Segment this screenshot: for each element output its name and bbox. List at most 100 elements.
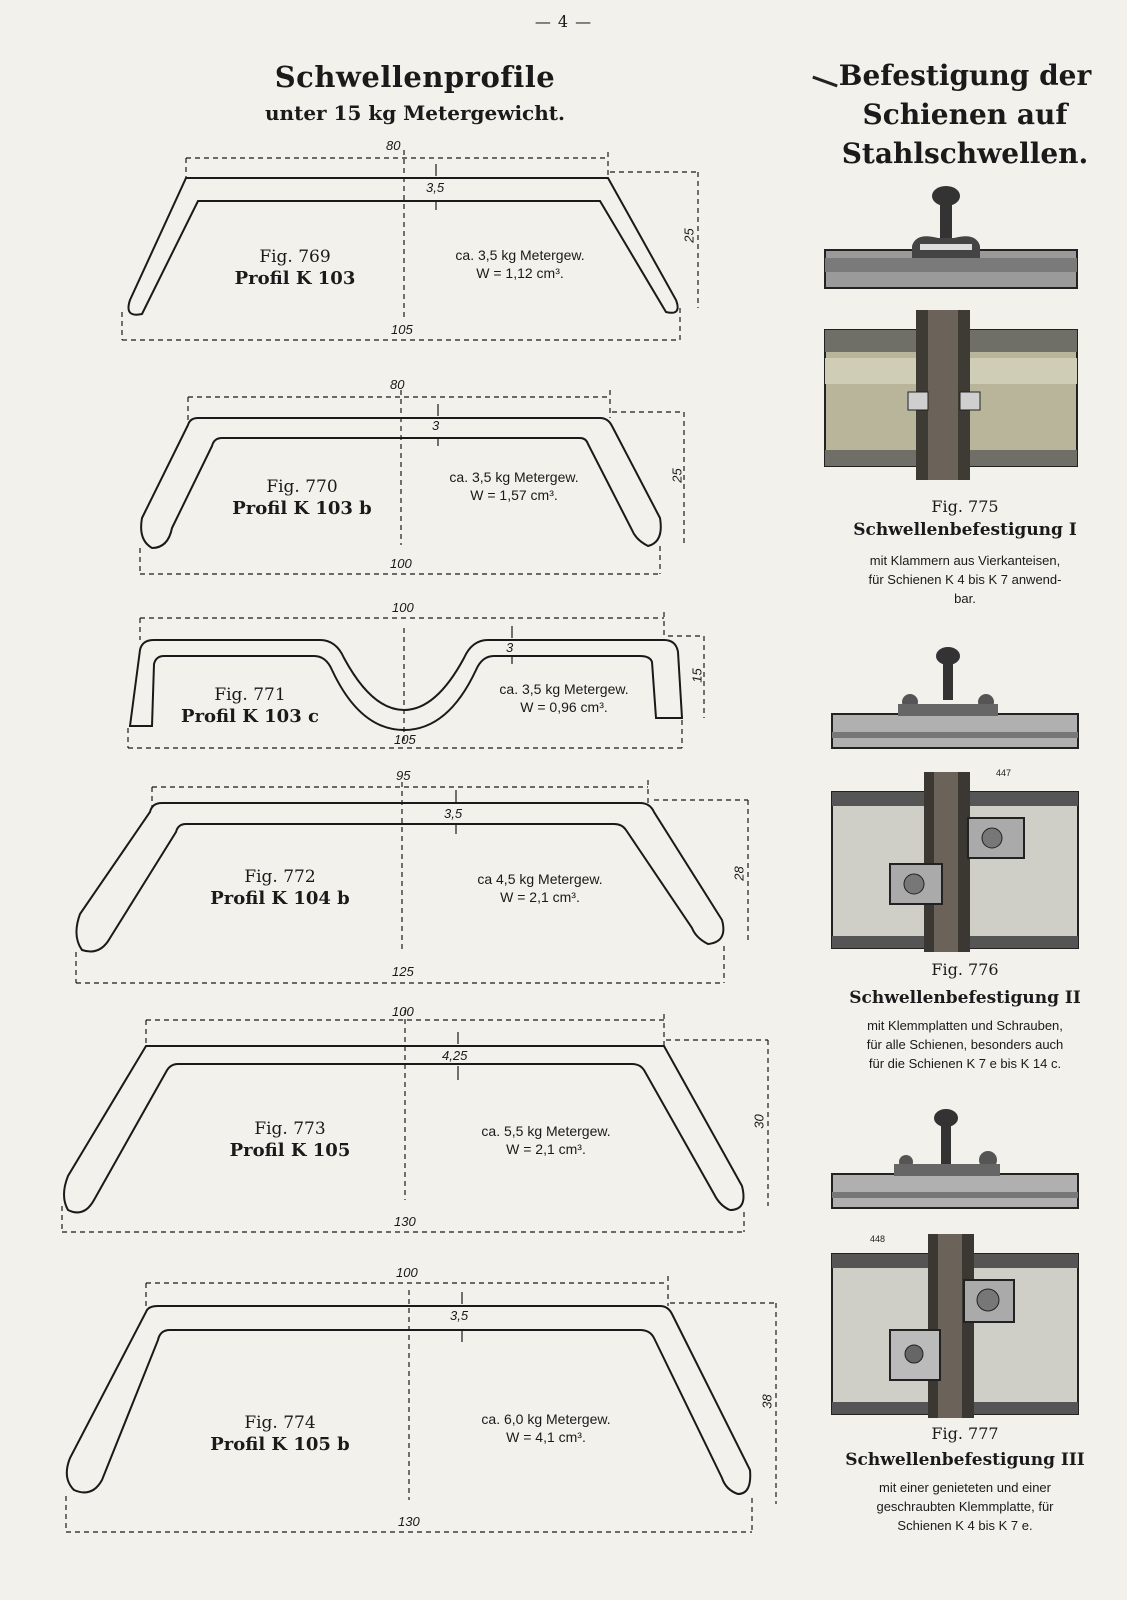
profile-spec: ca 4,5 kg Metergew. W = 2,1 cm³. [440, 870, 640, 906]
bottom-dimension: 100 [390, 556, 412, 571]
figure-label: Fig. 774 Profil K 105 b [190, 1412, 370, 1456]
fig-number: Fig. 773 [254, 1119, 326, 1139]
height-dimension: 38 [759, 1394, 775, 1409]
desc-line: für alle Schienen, besonders auch [866, 1037, 1064, 1052]
section-modulus: W = 1,57 cm³. [470, 487, 558, 503]
section-modulus: W = 4,1 cm³. [506, 1429, 586, 1445]
profile-770 [139, 390, 685, 575]
fig-number: Fig. 772 [244, 867, 316, 887]
desc-line: geschraubten Klemmplatte, für [876, 1499, 1054, 1514]
profile-spec: ca. 3,5 kg Metergew. W = 0,96 cm³. [464, 680, 664, 716]
dimension-lines [121, 150, 699, 341]
fig777-number: Fig. 777 [931, 1424, 999, 1443]
fig775-number: Fig. 775 [931, 497, 999, 516]
thickness-dimension: 3,5 [444, 806, 463, 821]
profile-name: Profil K 103 b [232, 498, 372, 519]
figure-label: Fig. 772 Profil K 104 b [190, 866, 370, 910]
fig776-number: Fig. 776 [931, 960, 999, 979]
thickness-dimension: 3,5 [450, 1308, 469, 1323]
weight: ca 4,5 kg Metergew. [477, 871, 603, 887]
weight: ca. 3,5 kg Metergew. [499, 681, 629, 697]
top-dimension: 80 [390, 377, 405, 392]
dimension-lines [61, 1010, 769, 1233]
profile-name: Profil K 105 [229, 1140, 351, 1161]
thickness-arrows [435, 164, 513, 1342]
top-dimension: 80 [386, 138, 401, 153]
profile-spec: ca. 3,5 kg Metergew. W = 1,57 cm³. [414, 468, 614, 504]
section-modulus: W = 0,96 cm³. [520, 699, 608, 715]
dimension-lines [139, 390, 685, 575]
height-dimension: 25 [681, 228, 697, 243]
height-dimension: 15 [689, 668, 705, 683]
right-title-line: Schienen auf [862, 98, 1068, 131]
desc-line: mit Klemmplatten und Schrauben, [867, 1018, 1063, 1033]
desc-line: für Schienen K 4 bis K 7 anwend- [868, 572, 1062, 587]
left-title: Schwellenprofile [274, 60, 556, 94]
fig776-illustration: 447 [831, 647, 1079, 952]
top-dimension: 100 [392, 1004, 414, 1019]
fig777-illustration: 448 [831, 1109, 1079, 1418]
desc-line: mit einer genieteten und einer [878, 1480, 1051, 1495]
figure-label: Fig. 773 Profil K 105 [200, 1118, 380, 1162]
profile-774 [65, 1276, 777, 1533]
fig775-illustration [824, 186, 1078, 480]
weight: ca. 6,0 kg Metergew. [481, 1411, 611, 1427]
thickness-dimension: 3 [506, 640, 514, 655]
fig776-caption: Schwellenbefestigung II [849, 988, 1081, 1008]
fig777-description: mit einer genieteten und einer geschraub… [812, 1478, 1118, 1535]
right-title-line: Befestigung der [838, 59, 1092, 92]
bottom-dimension: 125 [392, 964, 414, 979]
profile-spec: ca. 3,5 kg Metergew. W = 1,12 cm³. [420, 246, 620, 282]
dimension-lines [65, 1276, 777, 1533]
bottom-dimension: 105 [391, 322, 413, 337]
fig-number: Fig. 774 [244, 1413, 316, 1433]
profile-772 [75, 780, 749, 984]
profile-spec: ca. 5,5 kg Metergew. W = 2,1 cm³. [446, 1122, 646, 1158]
desc-line: mit Klammern aus Vierkanteisen, [869, 553, 1061, 568]
section-modulus: W = 2,1 cm³. [506, 1141, 586, 1157]
fig775-caption: Schwellenbefestigung I [853, 520, 1077, 540]
plate-number: 448 [870, 1234, 885, 1244]
weight: ca. 5,5 kg Metergew. [481, 1123, 611, 1139]
profile-name: Profil K 105 b [210, 1434, 350, 1455]
profile-769 [121, 150, 699, 341]
dimension-lines [127, 612, 705, 749]
profile-name: Profil K 103 [234, 268, 356, 289]
bottom-dimension: 130 [394, 1214, 416, 1229]
fig-number: Fig. 771 [214, 685, 286, 705]
height-dimension: 30 [751, 1114, 767, 1129]
dimension-lines [75, 780, 749, 984]
profile-771 [127, 612, 705, 749]
weight: ca. 3,5 kg Metergew. [455, 247, 585, 263]
bottom-dimension: 105 [394, 732, 416, 747]
desc-line: Schienen K 4 bis K 7 e. [897, 1518, 1033, 1533]
profile-name: Profil K 103 c [181, 706, 319, 727]
left-subtitle: unter 15 kg Metergewicht. [265, 101, 565, 125]
fig-number: Fig. 769 [259, 247, 331, 267]
height-dimension: 28 [731, 866, 747, 881]
desc-line: bar. [954, 591, 976, 606]
weight: ca. 3,5 kg Metergew. [449, 469, 579, 485]
section-modulus: W = 1,12 cm³. [476, 265, 564, 281]
fig-number: Fig. 770 [266, 477, 338, 497]
top-dimension: 95 [396, 768, 411, 783]
section-modulus: W = 2,1 cm³. [500, 889, 580, 905]
profile-name: Profil K 104 b [210, 888, 350, 909]
plate-number: 447 [996, 768, 1011, 778]
height-dimension: 25 [669, 468, 685, 483]
right-title: Befestigung der Schienen auf Stahlschwel… [815, 56, 1115, 173]
desc-line: für die Schienen K 7 e bis K 14 c. [868, 1056, 1062, 1071]
thickness-dimension: 3,5 [426, 180, 445, 195]
top-dimension: 100 [396, 1265, 418, 1280]
thickness-dimension: 3 [432, 418, 440, 433]
right-title-line: Stahlschwellen. [841, 137, 1089, 170]
top-dimension: 100 [392, 600, 414, 615]
fig777-caption: Schwellenbefestigung III [845, 1450, 1085, 1470]
page-number: — 4 — [534, 12, 593, 31]
bottom-dimension: 130 [398, 1514, 420, 1529]
fig776-description: mit Klemmplatten und Schrauben, für alle… [812, 1016, 1118, 1073]
figure-label: Fig. 771 Profil K 103 c [160, 684, 340, 728]
figure-label: Fig. 769 Profil K 103 [215, 246, 375, 290]
profile-773 [61, 1010, 769, 1233]
